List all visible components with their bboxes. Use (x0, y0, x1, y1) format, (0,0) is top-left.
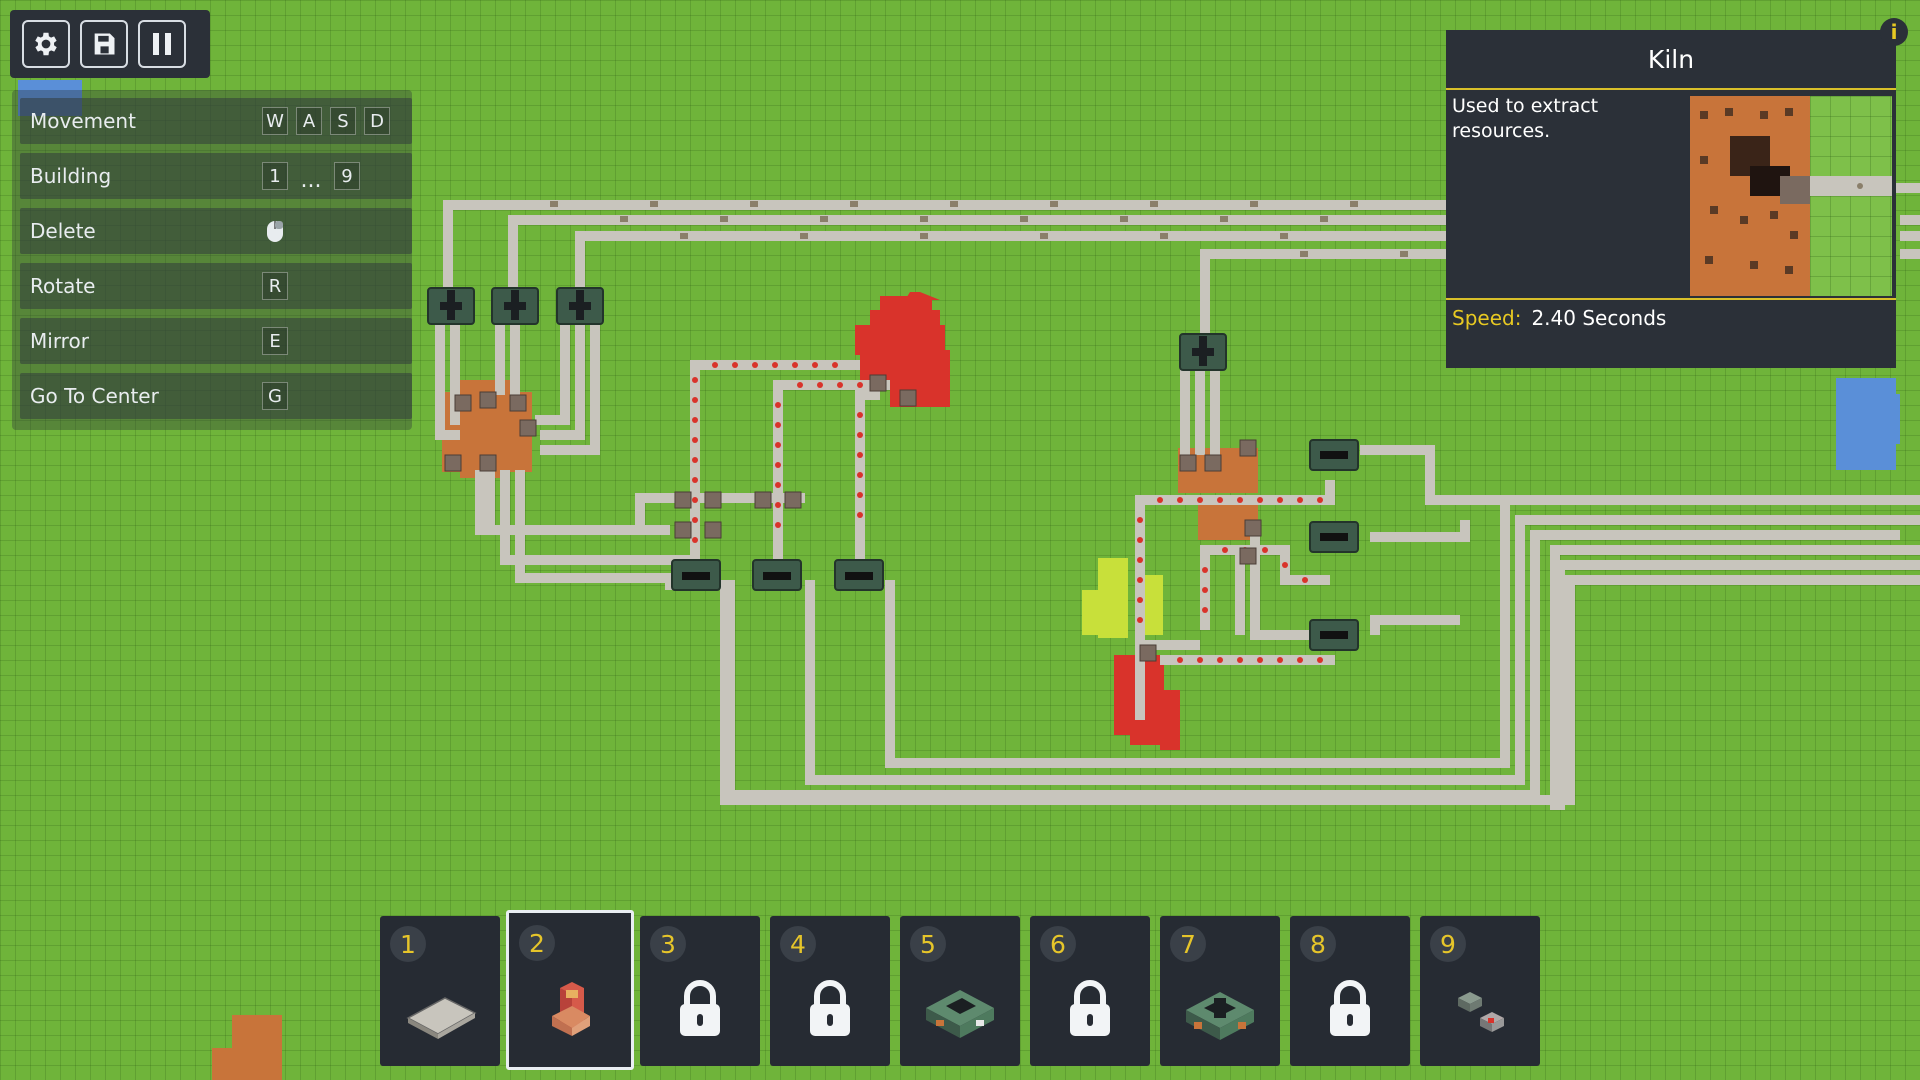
lock-icon (1070, 980, 1110, 1036)
ore-patch-copper-bottom (212, 1015, 282, 1080)
speed-label: Speed: (1452, 306, 1522, 330)
control-row-rotate: Rotate R (20, 263, 412, 309)
key-g: G (262, 382, 288, 410)
lock-icon (810, 980, 850, 1036)
save-icon (94, 33, 115, 55)
splitter-marks (440, 290, 1214, 366)
belt-items (550, 201, 1408, 257)
ore-patch-blue-right (1836, 378, 1900, 470)
control-row-mirror: Mirror E (20, 318, 412, 364)
lock-icon (680, 980, 720, 1036)
speed-value: 2.40 Seconds (1531, 306, 1667, 330)
slot-number: 2 (519, 925, 555, 961)
control-label: Delete (30, 219, 96, 243)
key-s: S (330, 107, 356, 135)
control-label: Movement (30, 109, 136, 133)
pause-icon (153, 33, 171, 55)
building-description: Used to extract resources. (1452, 95, 1599, 142)
save-button[interactable] (80, 20, 128, 68)
settings-button[interactable] (22, 20, 70, 68)
factory-icon (926, 990, 994, 1038)
lock-icon (1330, 980, 1370, 1036)
slot-number: 7 (1170, 926, 1206, 962)
slot-number: 5 (910, 926, 946, 962)
top-toolbar (10, 10, 210, 78)
slot-number: 8 (1300, 926, 1336, 962)
key-range-dots: ... (300, 168, 322, 193)
hotbar-slot-8[interactable]: 8 (1290, 916, 1410, 1066)
hotbar-slot-2[interactable]: 2 (506, 910, 634, 1070)
small-parts-icon (1458, 992, 1504, 1032)
mouse-icon (262, 217, 288, 245)
pause-button[interactable] (138, 20, 186, 68)
control-label: Mirror (30, 329, 89, 353)
building-info-panel: Kiln Used to extract resources. Speed: 2.… (1446, 30, 1896, 368)
red-ore-items (692, 362, 1323, 663)
hotbar-slot-4[interactable]: 4 (770, 916, 890, 1066)
kiln-icon (552, 982, 590, 1036)
info-button[interactable]: i (1880, 18, 1908, 46)
slot-number: 9 (1430, 926, 1466, 962)
key-e: E (262, 327, 288, 355)
speed-divider (1446, 298, 1896, 300)
splitters[interactable] (427, 287, 1227, 371)
speed-row: Speed: 2.40 Seconds (1452, 306, 1666, 330)
key-9: 9 (334, 162, 360, 190)
controls-help-panel: Movement W A S D Building 1 ... 9 Delete… (12, 90, 412, 430)
kilns[interactable] (444, 374, 1262, 662)
hotbar-slot-9[interactable]: 9 (1420, 916, 1540, 1066)
slot-number: 1 (390, 926, 426, 962)
gear-icon (35, 32, 57, 56)
ore-patch-red-bottom (1114, 655, 1180, 750)
slot-number: 4 (780, 926, 816, 962)
building-preview (1690, 96, 1892, 296)
key-1: 1 (262, 162, 288, 190)
control-row-building: Building 1 ... 9 (20, 153, 412, 199)
hotbar-slot-7[interactable]: 7 (1160, 916, 1280, 1066)
splitter-icon (1186, 992, 1254, 1040)
control-row-delete: Delete (20, 208, 412, 254)
hotbar-slot-6[interactable]: 6 (1030, 916, 1150, 1066)
slot-number: 3 (650, 926, 686, 962)
ore-patch-yellow (1082, 558, 1163, 638)
control-label: Building (30, 164, 112, 188)
key-d: D (364, 107, 390, 135)
control-row-movement: Movement W A S D (20, 98, 412, 144)
factory-slots (682, 451, 1348, 639)
conveyor-icon (406, 997, 477, 1039)
control-row-go-to-center: Go To Center G (20, 373, 412, 419)
red-ore-belts (690, 360, 1335, 720)
building-title: Kiln (1647, 44, 1695, 74)
hotbar-slot-1[interactable]: 1 (380, 916, 500, 1066)
key-a: A (296, 107, 322, 135)
control-label: Rotate (30, 274, 96, 298)
hotbar-slot-3[interactable]: 3 (640, 916, 760, 1066)
key-r: R (262, 272, 288, 300)
title-divider (1446, 88, 1896, 90)
hotbar-slot-5[interactable]: 5 (900, 916, 1020, 1066)
slot-number: 6 (1040, 926, 1076, 962)
key-w: W (262, 107, 288, 135)
control-label: Go To Center (30, 384, 159, 408)
